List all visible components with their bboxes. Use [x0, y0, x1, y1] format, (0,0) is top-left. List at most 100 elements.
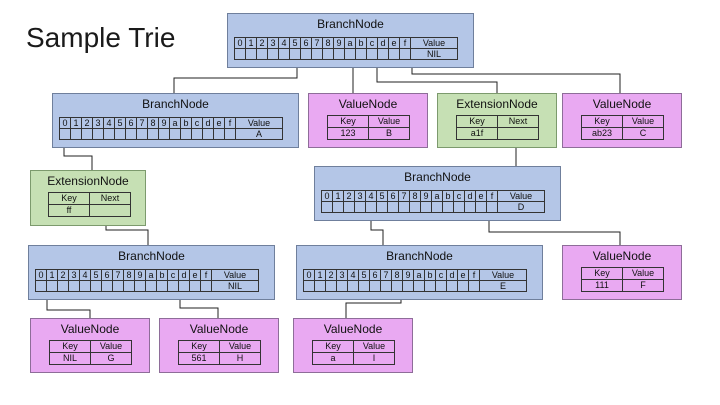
branch-slot-label: d: [446, 269, 458, 281]
branch-slot-cell: [125, 128, 137, 140]
branch-slot-cell: [68, 280, 80, 292]
value-header: Value: [479, 269, 527, 281]
branch-slot-cell: [147, 128, 159, 140]
branch-slot-label: 1: [70, 117, 82, 129]
node-label: BranchNode: [386, 249, 453, 263]
branch-slot-label: d: [202, 117, 214, 129]
branch-slot-cell: [92, 128, 104, 140]
branch-slot-label: 0: [59, 117, 71, 129]
diagram-title: Sample Trie: [26, 22, 176, 53]
branch-slot-label: 8: [147, 117, 159, 129]
branch-slot-label: a: [169, 117, 181, 129]
value-header: Value: [622, 267, 664, 280]
branch-slot-label: 8: [391, 269, 403, 281]
branch-slot-cell: [413, 280, 425, 292]
branch-slot-label: b: [355, 37, 367, 49]
branch-slot-cell: [457, 280, 469, 292]
branch-slot-cell: [134, 280, 146, 292]
branch-slot-label: 3: [267, 37, 279, 49]
branch-slot-cell: [387, 201, 399, 213]
key-header: Key: [581, 267, 623, 280]
key-header: Key: [327, 115, 369, 128]
branch-slot-label: 3: [336, 269, 348, 281]
branch-slot-cell: [322, 48, 334, 60]
link-root-c-to-ext-a1f: [376, 55, 498, 95]
key-cell: 123: [327, 127, 369, 140]
branch-slot-label: 5: [90, 269, 102, 281]
branch-slot-label: 2: [343, 190, 355, 202]
branch-slot-cell: [70, 128, 82, 140]
branch-slot-label: c: [191, 117, 203, 129]
node-label: ValueNode: [189, 322, 249, 336]
branch-slot-label: a: [431, 190, 443, 202]
branch-slot-label: c: [453, 190, 465, 202]
node-label: BranchNode: [317, 17, 384, 31]
value-header: Value: [410, 37, 458, 49]
branch-slot-label: 7: [398, 190, 410, 202]
branch-slot-label: a: [145, 269, 157, 281]
branch-slot-cell: [178, 280, 190, 292]
branch-slot-cell: [431, 201, 443, 213]
branch-slot-cell: [420, 201, 432, 213]
branch-slot-label: b: [442, 190, 454, 202]
branch-slot-cell: [453, 201, 465, 213]
key-cell: 111: [581, 279, 623, 292]
branch-slot-cell: [347, 280, 359, 292]
link-b1-0-to-ext-ff: [63, 140, 93, 172]
branch-slot-cell: [325, 280, 337, 292]
value-cell: H: [219, 352, 261, 365]
branch-slot-cell: [234, 48, 246, 60]
key-header: Key: [456, 115, 498, 128]
key-cell: 561: [178, 352, 220, 365]
key-header: Key: [581, 115, 623, 128]
branch-slot-cell: [191, 128, 203, 140]
branch-slot-label: 6: [387, 190, 399, 202]
branch-slot-cell: [333, 48, 345, 60]
value-header: Value: [211, 269, 259, 281]
branch-slot-cell: [189, 280, 201, 292]
branch-slot-label: 0: [303, 269, 315, 281]
value-header: Value: [353, 340, 395, 353]
branch-slot-cell: [314, 280, 326, 292]
node-label: BranchNode: [142, 97, 209, 111]
branch-slot-label: 3: [354, 190, 366, 202]
branch-slot-label: 2: [57, 269, 69, 281]
branch-slot-cell: [267, 48, 279, 60]
branch-slot-label: e: [475, 190, 487, 202]
branch-slot-cell: [59, 128, 71, 140]
branch-slot-label: 7: [380, 269, 392, 281]
branch-slot-label: 4: [278, 37, 290, 49]
branch-value-cell: NIL: [211, 280, 259, 292]
branch-slot-label: 1: [332, 190, 344, 202]
branch-slot-label: 9: [402, 269, 414, 281]
branch-slot-label: c: [435, 269, 447, 281]
branch-slot-label: d: [464, 190, 476, 202]
node-label: ValueNode: [323, 322, 383, 336]
branch-slot-cell: [446, 280, 458, 292]
key-cell: a: [312, 352, 354, 365]
branch-slot-cell: [366, 48, 378, 60]
branch-slot-cell: [35, 280, 47, 292]
branch-slot-cell: [402, 280, 414, 292]
branch-slot-label: f: [486, 190, 498, 202]
node-label: ValueNode: [60, 322, 120, 336]
branch-slot-cell: [213, 128, 225, 140]
branch-slot-cell: [180, 128, 192, 140]
branch-value-cell: NIL: [410, 48, 458, 60]
